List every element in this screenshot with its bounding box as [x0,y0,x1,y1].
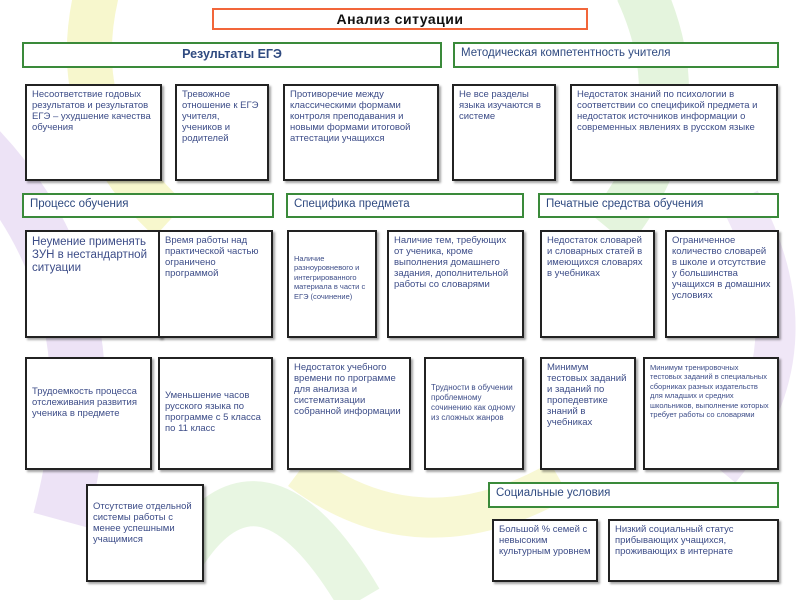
box-min-test-tasks: Минимум тестовых заданий и заданий по пр… [540,357,636,470]
header-printed-media: Печатные средства обучения [538,193,779,218]
box-essay-difficulty: Трудности в обучении проблемному сочинен… [424,357,524,470]
box-practice-time: Время работы над практической частью огр… [158,230,273,338]
header-learning-process: Процесс обучения [22,193,274,218]
box-lack-dictionaries: Недостаток словарей и словарных статей в… [540,230,655,338]
box-psychology-knowledge: Недостаток знаний по психологии в соотве… [570,84,778,181]
box-results-mismatch: Несоответствие годовых результатов и рез… [25,84,162,181]
header-subject-specifics: Специфика предмета [286,193,524,218]
header-ege-results: Результаты ЕГЭ [22,42,442,68]
box-inability-apply: Неумение применять ЗУН в нестандартной с… [25,230,162,338]
box-language-sections: Не все разделы языка изучаются в системе [452,84,556,181]
box-hours-reduction: Уменьшение часов русского языка по прогр… [158,357,273,470]
box-lack-study-time: Недостаток учебного времени по программе… [287,357,411,470]
box-limited-dictionaries: Ограниченное количество словарей в школе… [665,230,779,338]
box-no-weak-student-system: Отсутствие отдельной системы работы с ме… [86,484,204,582]
box-tracking-difficulty: Трудоемкость процесса отслеживания разви… [25,357,152,470]
header-methodical-competence: Методическая компетентность учителя [453,42,779,68]
box-anxiety: Тревожное отношение к ЕГЭ учителя, учени… [175,84,269,181]
box-min-training-tasks: Минимум тренировочных тестовых заданий в… [643,357,779,470]
box-contradiction: Противоречие между классическими формами… [283,84,439,181]
box-low-social-status: Низкий социальный статус прибывающих уча… [608,519,779,582]
page-title: Анализ ситуации [212,8,588,30]
box-dictionary-topics: Наличие тем, требующих от ученика, кроме… [387,230,524,338]
box-multilevel-material: Наличие разноуровневого и интегрированно… [287,230,377,338]
header-social-conditions: Социальные условия [488,482,779,508]
box-low-culture-families: Большой % семей с невысоким культурным у… [492,519,598,582]
